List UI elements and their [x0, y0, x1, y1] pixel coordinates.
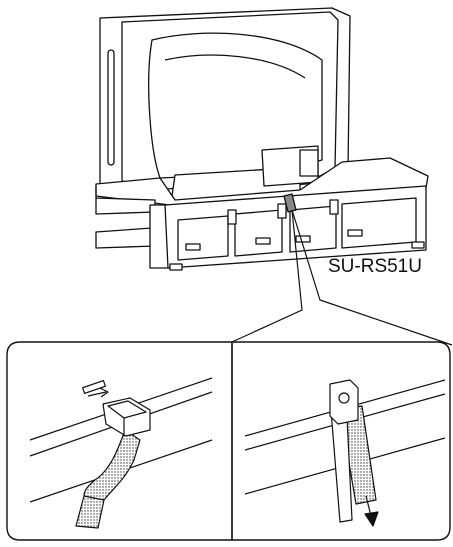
detail-tighten-strap: [244, 379, 446, 527]
leader-lines: [231, 209, 453, 346]
model-label: SU-RS51U: [328, 256, 422, 277]
detail-panels: [6, 341, 451, 541]
tv-stand: [95, 157, 429, 271]
detail-attach-clip: [29, 377, 213, 529]
tv-set: [99, 7, 351, 207]
